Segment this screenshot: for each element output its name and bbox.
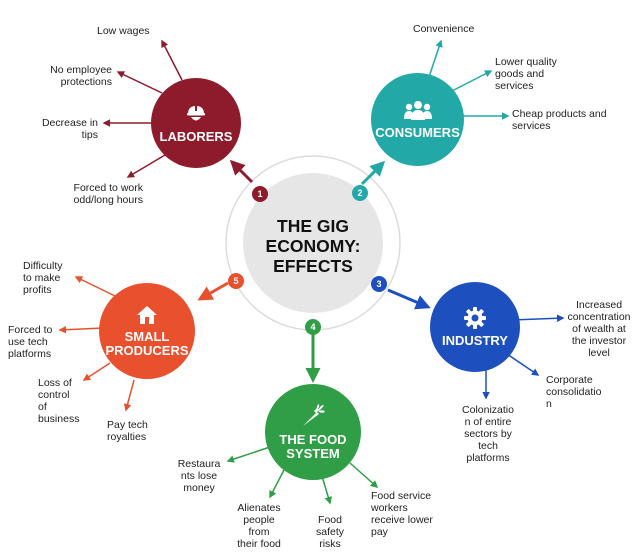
producers-effect-difficulty-profits: Difficulty to make profits — [23, 260, 63, 296]
consumers-effect-convenience: Convenience — [413, 23, 475, 35]
producers-effect-loss-control: Loss of control of business — [38, 377, 80, 425]
food-effect-arrows — [226, 446, 379, 505]
industry-title: INDUSTRY — [442, 333, 508, 348]
industry-number-badge: 3 — [371, 276, 387, 292]
people-group-icon — [403, 100, 432, 120]
producers-effect-forced-tech: Forced to use tech platforms — [8, 324, 53, 360]
producers-number-badge: 5 — [228, 273, 244, 289]
food-effect-restaurants-lose-money: Restaura nts lose money — [177, 458, 221, 494]
food-effect-alienates-people: Alienates people from their food — [237, 502, 281, 550]
laborers-effect-odd-hours: Forced to work odd/long hours — [73, 182, 143, 206]
consumers-effect-cheap-products: Cheap products and services — [512, 108, 607, 132]
consumers-node: CONSUMERS — [371, 73, 464, 166]
worker-helmet-icon — [187, 106, 205, 121]
industry-effect-colonization: Colonizatio n of entire sectors by tech … — [462, 404, 514, 464]
laborers-effect-arrows — [102, 39, 183, 178]
arrow-to-producers — [197, 281, 229, 301]
producers-effect-pay-royalties: Pay tech royalties — [107, 419, 148, 443]
consumers-effect-arrows — [427, 39, 510, 120]
food-system-node: THE FOOD SYSTEM — [265, 384, 361, 480]
laborers-node: LABORERS — [151, 78, 241, 168]
laborers-effect-decrease-tips: Decrease in tips — [41, 117, 98, 141]
food-effect-safety-risks: Food safety risks — [315, 514, 344, 550]
industry-effect-wealth-concentration: Increased concentration of wealth at the… — [567, 299, 631, 359]
laborers-title: LABORERS — [159, 129, 233, 144]
food-system-title: THE FOOD SYSTEM — [279, 432, 347, 461]
laborers-effect-low-wages: Low wages — [97, 25, 150, 37]
consumers-title: CONSUMERS — [375, 124, 460, 140]
arrow-to-consumers — [360, 160, 386, 186]
food-effect-lower-pay: Food service workers receive lower pay — [371, 490, 433, 538]
industry-node: INDUSTRY — [430, 282, 520, 372]
laborers-number-badge: 1 — [252, 186, 268, 202]
consumers-effect-lower-quality: Lower quality goods and services — [495, 56, 557, 92]
producers-effect-arrows — [58, 276, 135, 412]
food-number-badge: 4 — [305, 319, 321, 335]
industry-effect-corporate-consolidation: Corporate consolidatio n — [546, 374, 602, 410]
gear-icon — [464, 307, 486, 329]
small-producers-node: SMALL PRODUCERS — [99, 283, 195, 379]
consumers-number-badge: 2 — [352, 185, 368, 201]
arrow-to-industry — [387, 288, 431, 310]
center-title: THE GIG ECONOMY: EFFECTS — [265, 216, 361, 276]
center-circle — [243, 173, 383, 313]
carrot-icon — [303, 404, 325, 426]
house-icon — [137, 306, 157, 324]
laborers-effect-no-protections: No employee protections — [50, 64, 112, 88]
arrow-to-laborers — [229, 159, 254, 184]
small-producers-title: SMALL PRODUCERS — [105, 329, 189, 358]
